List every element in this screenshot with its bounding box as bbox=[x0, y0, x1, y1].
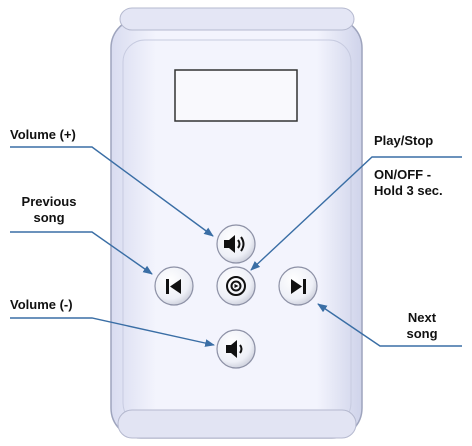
next-song-label-line-1: Next bbox=[407, 310, 437, 325]
next-song-button[interactable] bbox=[278, 266, 318, 306]
play-stop-callout-arrow bbox=[250, 156, 462, 271]
previous-song-label: Previous song bbox=[14, 194, 84, 226]
volume-up-button[interactable] bbox=[216, 224, 256, 264]
previous-song-label-line-1: Previous bbox=[21, 194, 77, 209]
volume-down-callout-arrow bbox=[10, 317, 215, 347]
previous-song-button[interactable] bbox=[154, 266, 194, 306]
on-off-label-line-1: ON/OFF - bbox=[374, 167, 432, 182]
speaker-high-icon bbox=[224, 235, 245, 253]
play-stop-icon bbox=[226, 276, 246, 296]
play-stop-label: Play/Stop bbox=[374, 133, 434, 148]
display-screen bbox=[174, 69, 298, 122]
previous-song-callout-arrow bbox=[10, 231, 153, 275]
play-stop-button[interactable] bbox=[216, 266, 256, 306]
next-song-label: Next song bbox=[392, 310, 452, 342]
volume-up-label: Volume (+) bbox=[10, 127, 76, 142]
on-off-label-line-2: Hold 3 sec. bbox=[374, 183, 443, 198]
speaker-low-icon bbox=[226, 340, 243, 358]
next-song-label-line-2: song bbox=[406, 326, 438, 341]
on-off-label: ON/OFF - Hold 3 sec. bbox=[374, 167, 443, 199]
volume-down-label: Volume (-) bbox=[10, 297, 73, 312]
skip-next-icon bbox=[291, 279, 306, 294]
volume-down-button[interactable] bbox=[216, 329, 256, 369]
previous-song-label-line-2: song bbox=[33, 210, 65, 225]
volume-up-callout-arrow bbox=[10, 146, 214, 237]
next-song-callout-arrow bbox=[317, 303, 462, 347]
skip-previous-icon bbox=[166, 279, 181, 294]
